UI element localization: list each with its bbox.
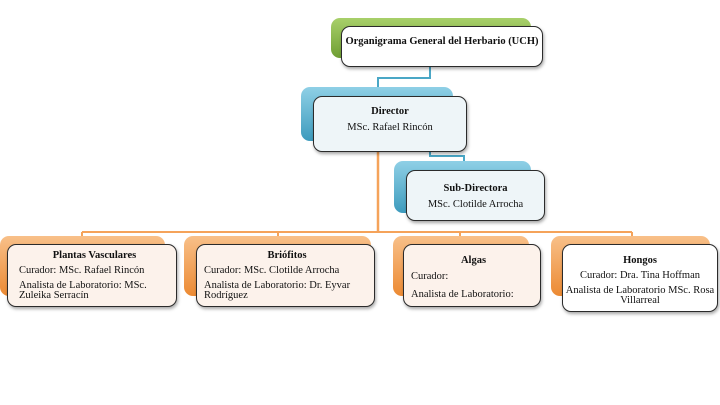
connector-root-director: [377, 67, 431, 88]
unit-card-plantas: Plantas Vasculares Curador: MSc. Rafael …: [7, 244, 177, 307]
unit-card-hongos: Hongos Curador: Dra. Tina Hoffman Analis…: [562, 244, 718, 312]
unit-curator: Curador: Dra. Tina Hoffman: [580, 270, 700, 281]
connector-director-subdirector: [429, 150, 465, 162]
unit-card-algas: Algas Curador: Analista de Laboratorio:: [403, 244, 541, 307]
unit-curator: Curador: MSc. Rafael Rincón: [19, 265, 145, 276]
root-title: Organigrama General del Herbario (UCH): [345, 36, 539, 47]
unit-analyst: Analista de Laboratorio:: [411, 289, 514, 300]
director-card: Director MSc. Rafael Rincón: [313, 96, 467, 152]
subdirector-card: Sub-Directora MSc. Clotilde Arrocha: [406, 170, 545, 221]
director-name: MSc. Rafael Rincón: [347, 122, 433, 133]
unit-title: Hongos: [623, 255, 657, 266]
unit-title: Plantas Vasculares: [52, 250, 137, 261]
director-title: Director: [371, 106, 409, 117]
subdirector-title: Sub-Directora: [443, 183, 508, 194]
unit-title: Briófitos: [267, 250, 307, 261]
subdirector-name: MSc. Clotilde Arrocha: [427, 199, 524, 210]
unit-card-briofitos: Briófitos Curador: MSc. Clotilde Arrocha…: [196, 244, 375, 307]
unit-title: Algas: [460, 255, 487, 266]
unit-curator: Curador: MSc. Clotilde Arrocha: [204, 265, 340, 276]
unit-analyst: Analista de Laboratorio: MSc. Zuleika Se…: [19, 280, 147, 301]
unit-curator: Curador:: [411, 271, 449, 282]
unit-analyst: Analista de Laboratorio MSc. Rosa Villar…: [565, 285, 715, 306]
unit-analyst: Analista de Laboratorio: Dr. Eyvar Rodrí…: [204, 280, 351, 301]
root-card: Organigrama General del Herbario (UCH): [341, 26, 543, 67]
